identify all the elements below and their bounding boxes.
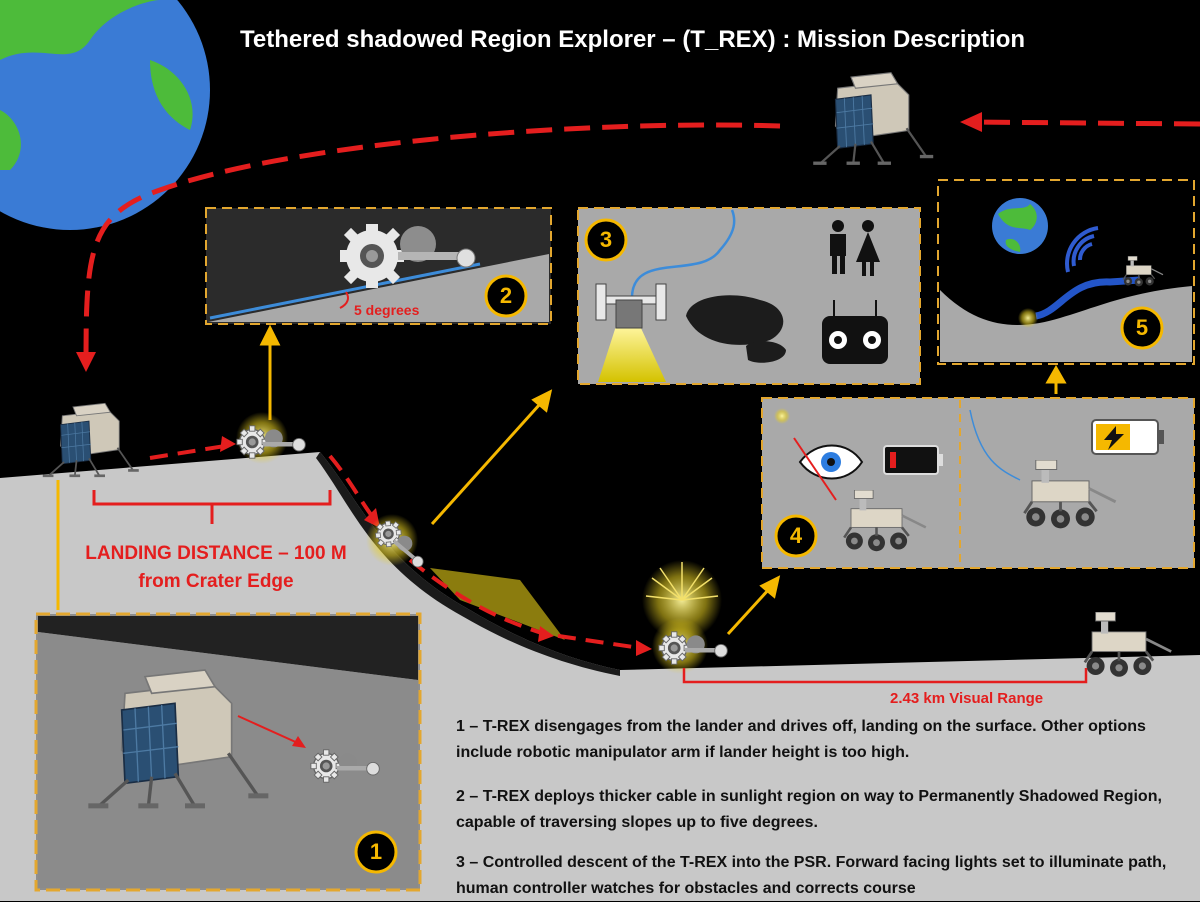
panel-1 (34, 612, 422, 892)
flight-path-arrowhead-down (76, 352, 96, 372)
visual-range-label: 2.43 km Visual Range (890, 690, 1044, 707)
lander-icon-surface (41, 402, 140, 478)
flight-path (83, 119, 1200, 361)
battery-low-icon (883, 445, 943, 475)
slope-label: 5 degrees (354, 302, 420, 318)
step-number-3: 3 (599, 227, 613, 252)
step-number-5: 5 (1135, 315, 1149, 340)
description-2: 2 – T-REX deploys thicker cable in sunli… (456, 788, 1162, 831)
visual-range-bracket (682, 668, 1088, 684)
lander-icon-orbit (812, 71, 935, 166)
trex-at-lander (236, 412, 307, 464)
people-icon (830, 220, 880, 276)
panel-4 (761, 397, 1195, 569)
headlight-beam-descent (430, 568, 565, 640)
surface-arrowhead-4 (636, 640, 652, 656)
landing-distance-line1: LANDING DISTANCE – 100 M (85, 543, 347, 564)
battery-charging-icon (1091, 419, 1164, 455)
earth-icon (0, 0, 210, 230)
trex-on-slope (366, 513, 434, 575)
rocks-icon (686, 295, 786, 363)
signal-icon (1065, 226, 1099, 273)
controller-icon (822, 300, 888, 364)
page-title: Tethered shadowed Region Explorer – (T_R… (240, 26, 1026, 53)
flight-path-arrowhead-top (960, 112, 982, 132)
surface-path (149, 444, 641, 650)
landing-distance-bracket (92, 490, 332, 524)
description-3: 3 – Controlled descent of the T-REX into… (456, 854, 1167, 897)
yellow-connectors (56, 324, 1067, 636)
panel-3 (577, 207, 921, 385)
step-number-1: 1 (369, 839, 383, 864)
surface-arrowhead-3 (538, 626, 554, 642)
headlight-beam (598, 326, 666, 382)
trex-in-psr (642, 560, 729, 674)
landing-distance-label: LANDING DISTANCE – 100 M from Crater Edg… (56, 540, 376, 596)
panel-5 (937, 179, 1195, 365)
step-number-4: 4 (789, 523, 803, 548)
step-number-2: 2 (499, 283, 513, 308)
description-1: 1 – T-REX disengages from the lander and… (456, 718, 1146, 761)
surface-arrowhead-1 (220, 436, 236, 452)
landing-distance-line2: from Crater Edge (138, 571, 294, 592)
gear-icon (340, 224, 404, 288)
panel-2 (205, 207, 552, 325)
